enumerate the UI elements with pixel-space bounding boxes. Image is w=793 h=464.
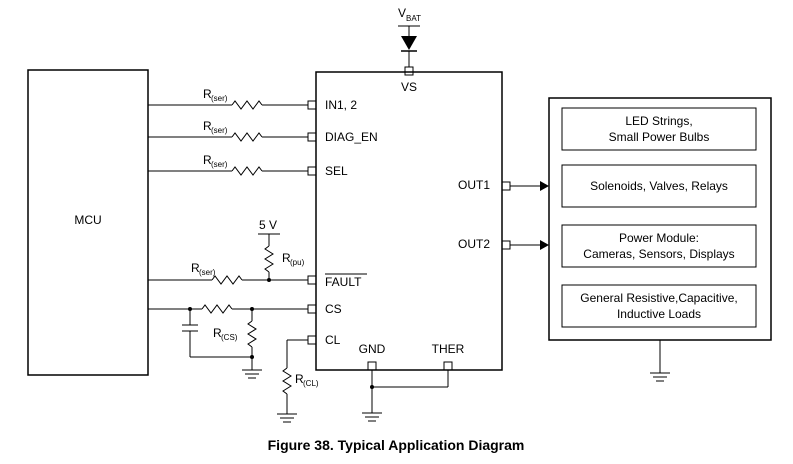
resistor-subscript: (CS)	[221, 333, 238, 342]
load-text: General Resistive,Capacitive,	[580, 291, 737, 305]
mcu-block	[27, 69, 149, 376]
pin-label: CL	[325, 333, 341, 347]
pin-label: DIAG_EN	[325, 130, 378, 144]
diode-symbol	[401, 36, 417, 50]
pin-label: CS	[325, 302, 342, 316]
pin-box	[404, 66, 414, 76]
load-box-power-module: Power Module: Cameras, Sensors, Displays	[561, 224, 757, 268]
resistor-subscript: (pu)	[290, 258, 305, 267]
pin-label: OUT1	[458, 178, 490, 192]
resistor-symbol	[264, 245, 274, 273]
resistor-label: R	[203, 153, 212, 167]
resistor-symbol	[247, 320, 257, 348]
load-text: LED Strings,	[625, 114, 692, 128]
left-pins: IN1, 2 DIAG_EN SEL FAULT CS CL	[307, 98, 378, 347]
wire-fault: R (ser) 5 V R (pu)	[148, 218, 308, 285]
vbat-label: V	[398, 6, 406, 20]
resistor-label: R	[282, 251, 291, 265]
load-text: Cameras, Sensors, Displays	[583, 247, 734, 261]
pin-label: GND	[359, 342, 386, 356]
vbat-supply: V BAT VS	[398, 6, 421, 94]
arrow-icon	[540, 181, 549, 191]
resistor-subscript: (ser)	[211, 94, 228, 103]
wire-cl: R (CL)	[277, 339, 319, 423]
load-text: Inductive Loads	[617, 307, 701, 321]
resistor-label: R	[213, 326, 222, 340]
loads-ground	[650, 340, 670, 382]
resistor-subscript: (ser)	[211, 126, 228, 135]
pullup-voltage: 5 V	[259, 218, 277, 232]
load-text: Small Power Bulbs	[609, 130, 710, 144]
load-box-led: LED Strings, Small Power Bulbs	[561, 107, 757, 151]
wire-in12: R (ser)	[148, 87, 308, 110]
pin-label: OUT2	[458, 237, 490, 251]
wire-cs: R (CS)	[148, 304, 308, 379]
resistor-label: R	[191, 261, 200, 275]
resistor-subscript: (CL)	[303, 379, 319, 388]
resistor-label: R	[203, 87, 212, 101]
right-pins: OUT1 OUT2	[458, 178, 549, 251]
resistor-subscript: (ser)	[211, 160, 228, 169]
resistor-symbol	[201, 304, 233, 314]
bottom-pins: GND THER	[359, 342, 465, 422]
pin-label-vs: VS	[401, 80, 417, 94]
figure-caption: Figure 38. Typical Application Diagram	[268, 437, 525, 453]
pin-label: IN1, 2	[325, 98, 357, 112]
wire-sel: R (ser)	[148, 153, 308, 176]
mcu-label: MCU	[74, 213, 101, 227]
load-text: Solenoids, Valves, Relays	[590, 179, 728, 193]
pin-label: FAULT	[325, 275, 362, 289]
resistor-label: R	[203, 119, 212, 133]
resistor-symbol	[282, 367, 292, 395]
load-box-general: General Resistive,Capacitive, Inductive …	[561, 284, 757, 328]
arrow-icon	[540, 240, 549, 250]
resistor-symbol	[231, 132, 263, 142]
pin-label: THER	[432, 342, 465, 356]
vbat-subscript: BAT	[406, 14, 421, 23]
load-text: Power Module:	[619, 231, 699, 245]
pin-label: SEL	[325, 164, 348, 178]
ic-block	[315, 71, 503, 371]
wire-diag-en: R (ser)	[148, 119, 308, 142]
resistor-symbol	[231, 166, 263, 176]
resistor-symbol	[231, 100, 263, 110]
resistor-symbol	[211, 275, 243, 285]
resistor-label: R	[295, 372, 304, 386]
resistor-subscript: (ser)	[199, 268, 216, 277]
load-box-solenoids: Solenoids, Valves, Relays	[561, 164, 757, 208]
